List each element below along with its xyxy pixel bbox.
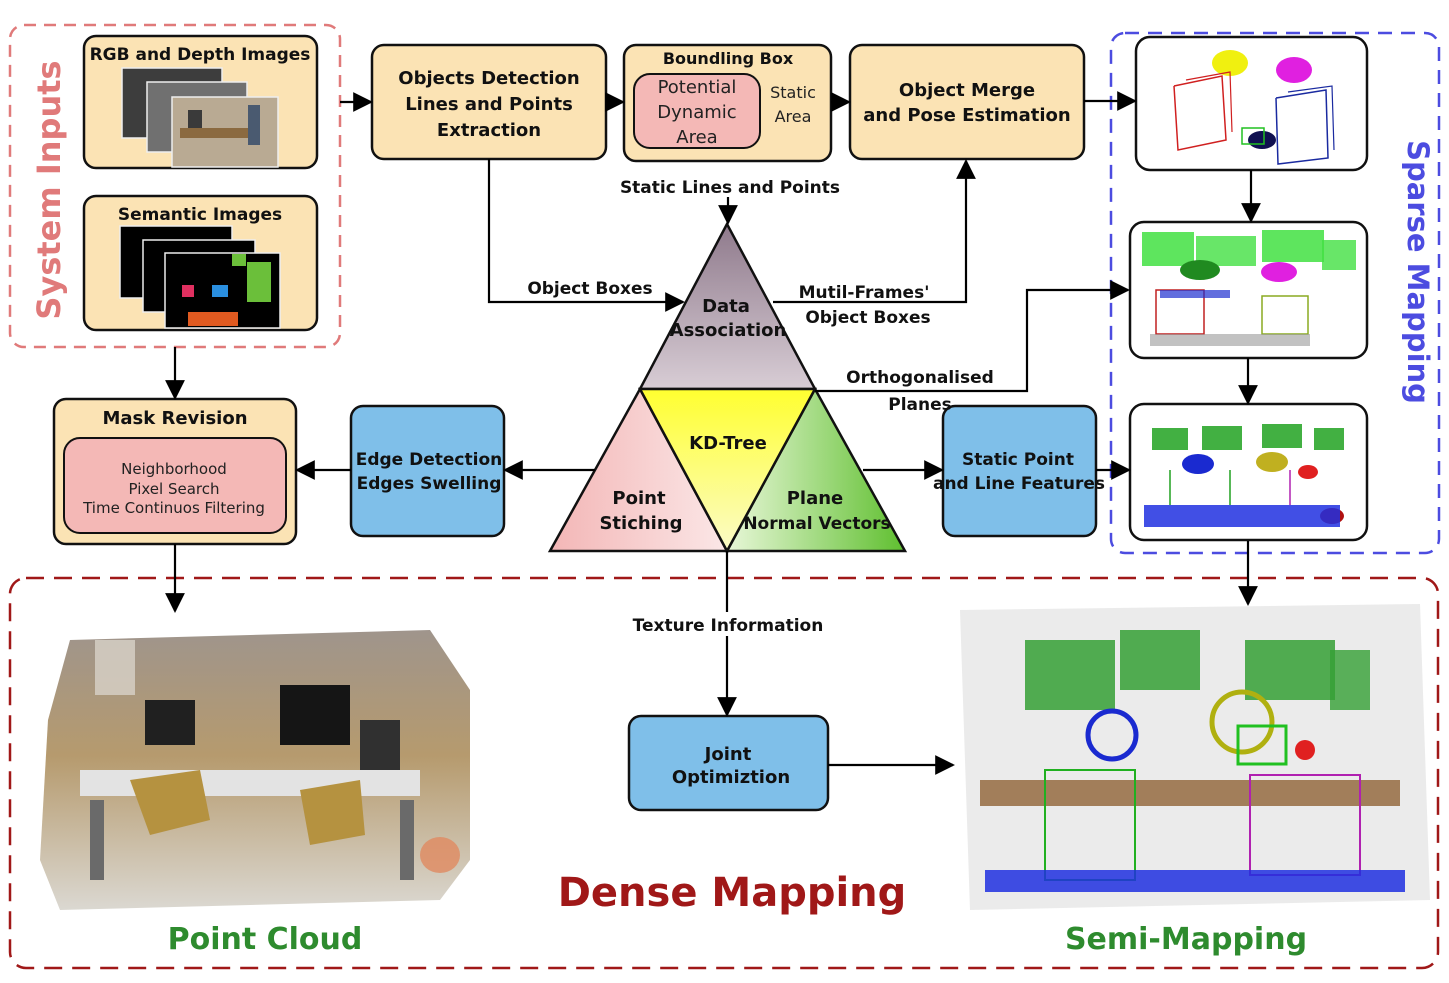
edge-association-to-merge xyxy=(773,159,976,304)
label-multi-frames-2: Object Boxes xyxy=(805,308,930,328)
semantic-input: Semantic Images xyxy=(82,194,319,332)
label-texture-information: Texture Information xyxy=(633,616,824,636)
edge-detection-line-2: Edges Swelling xyxy=(357,474,502,494)
mask-revision-title: Mask Revision xyxy=(102,408,247,429)
rgb-depth-input: RGB and Depth Images xyxy=(82,34,319,170)
label-object-boxes: Object Boxes xyxy=(527,279,652,299)
edge-detection-line-1: Edge Detection xyxy=(356,450,503,470)
edge-detection-node: Edge Detection Edges Swelling xyxy=(349,404,506,538)
dense-mapping-frame xyxy=(8,576,1440,970)
semi-mapping-image xyxy=(960,604,1430,910)
point-cloud-label: Point Cloud xyxy=(168,922,363,957)
detection-line-1: Objects Detection xyxy=(398,68,579,89)
data-association-line-1: Data xyxy=(702,296,750,317)
sparse-map-3 xyxy=(1128,402,1369,542)
edge-labels: Static Lines and Points Object Boxes Mut… xyxy=(527,178,994,636)
detection-node: Objects Detection Lines and Points Extra… xyxy=(370,43,608,161)
semi-mapping-label: Semi-Mapping xyxy=(1065,922,1307,957)
kd-tree-region xyxy=(637,387,818,554)
mask-revision-node: Mask Revision Neighborhood Pixel Search … xyxy=(52,397,298,546)
potential-dynamic-area xyxy=(633,73,761,149)
static-area-line-2: Area xyxy=(775,107,812,126)
rgb-depth-title: RGB and Depth Images xyxy=(90,45,311,65)
central-triangle: Data Association KD-Tree Point Stiching … xyxy=(547,221,908,554)
plane-normal-line-1: Plane xyxy=(787,488,844,509)
sparse-map-2 xyxy=(1128,220,1369,360)
sparse-map-1 xyxy=(1134,35,1369,172)
plane-normal-line-2: Normal Vectors xyxy=(743,514,890,534)
label-multi-frames-1: Mutil-Frames' xyxy=(799,283,930,303)
mask-item-2: Pixel Search xyxy=(129,480,220,498)
kd-tree-label: KD-Tree xyxy=(689,433,767,454)
dense-mapping-label: Dense Mapping xyxy=(558,870,907,916)
potential-line-3: Area xyxy=(676,127,717,148)
sparse-mapping-label: Sparse Mapping xyxy=(1401,140,1435,404)
label-static-lines-points: Static Lines and Points xyxy=(620,178,840,198)
joint-line-2: Optimiztion xyxy=(672,767,790,788)
semantic-title: Semantic Images xyxy=(118,205,282,225)
bounding-box-node: Boundling Box Potential Dynamic Area Sta… xyxy=(622,43,833,163)
merge-line-1: Object Merge xyxy=(899,80,1035,101)
bbox-title: Boundling Box xyxy=(663,49,794,68)
static-features-line-1: Static Point xyxy=(962,450,1074,470)
static-features-node: Static Point and Line Features xyxy=(933,404,1105,538)
mask-item-3: Time Continuos Filtering xyxy=(82,499,265,517)
point-cloud-image xyxy=(40,630,470,910)
detection-line-2: Lines and Points xyxy=(405,94,573,115)
joint-optimization-node: Joint Optimiztion xyxy=(627,714,830,812)
joint-line-1: Joint xyxy=(703,744,752,765)
mask-item-1: Neighborhood xyxy=(121,460,227,478)
point-stiching-line-1: Point xyxy=(612,488,666,509)
merge-node: Object Merge and Pose Estimation xyxy=(848,43,1086,161)
edge-planes-to-sparse xyxy=(815,280,1130,393)
mask-revision-inner xyxy=(63,437,287,534)
merge-line-2: and Pose Estimation xyxy=(863,105,1071,126)
label-orthogonalised-2: Planes xyxy=(888,395,952,415)
data-association-line-2: Association xyxy=(670,320,787,341)
static-area-line-1: Static xyxy=(770,83,816,102)
static-features-line-2: and Line Features xyxy=(933,474,1105,494)
point-stiching-line-2: Stiching xyxy=(599,513,682,534)
potential-line-2: Dynamic xyxy=(657,102,736,123)
detection-line-3: Extraction xyxy=(437,120,541,141)
label-orthogonalised-1: Orthogonalised xyxy=(846,368,994,388)
system-inputs-label: System Inputs xyxy=(30,60,68,319)
potential-line-1: Potential xyxy=(658,77,737,98)
edge-detection-to-association xyxy=(487,159,685,312)
